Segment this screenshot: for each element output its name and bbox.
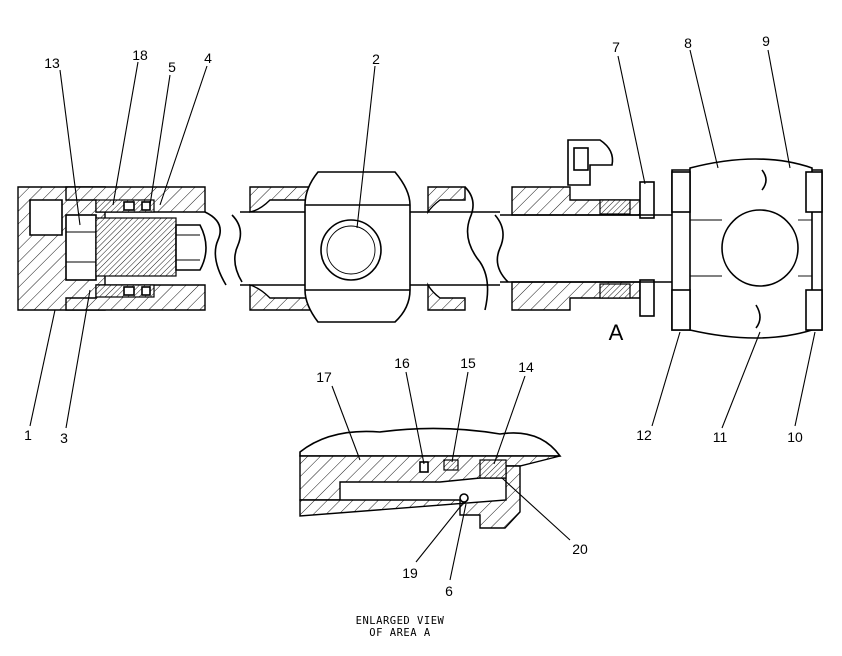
callout-2: 2 (372, 51, 380, 67)
bearing-seal-stack (95, 199, 155, 298)
caption-line-2: OF AREA A (369, 627, 431, 639)
callout-20: 20 (572, 541, 588, 557)
callout-19: 19 (402, 565, 418, 581)
callout-7: 7 (612, 39, 620, 55)
split-clamp (671, 158, 823, 339)
callout-11: 11 (713, 429, 728, 445)
callout-16: 16 (394, 355, 410, 371)
callout-10: 10 (787, 429, 803, 445)
callout-labels: 13 18 5 4 2 7 8 9 1 3 12 11 10 17 16 15 … (24, 33, 803, 599)
caption-line-1: ENLARGED VIEW (356, 615, 445, 627)
callout-15: 15 (460, 355, 476, 371)
callout-12: 12 (636, 427, 652, 443)
drive-shaft (204, 186, 319, 311)
seal-housing (500, 139, 672, 317)
callout-13: 13 (44, 55, 60, 71)
shaft-tube-right (410, 186, 509, 311)
callout-8: 8 (684, 35, 692, 51)
callout-4: 4 (204, 50, 212, 66)
caption: ENLARGED VIEW OF AREA A (356, 615, 445, 639)
leader-lines (29, 49, 816, 581)
callout-5: 5 (168, 59, 176, 75)
hex-bolt (65, 214, 207, 281)
callout-17: 17 (316, 369, 332, 385)
callout-6: 6 (445, 583, 453, 599)
enlarged-view (299, 427, 562, 529)
callout-9: 9 (762, 33, 770, 49)
callout-3: 3 (60, 430, 68, 446)
universal-joint (304, 171, 411, 323)
area-a-label: A (609, 320, 624, 345)
callout-1: 1 (24, 427, 32, 443)
callout-18: 18 (132, 47, 148, 63)
callout-14: 14 (518, 359, 534, 375)
